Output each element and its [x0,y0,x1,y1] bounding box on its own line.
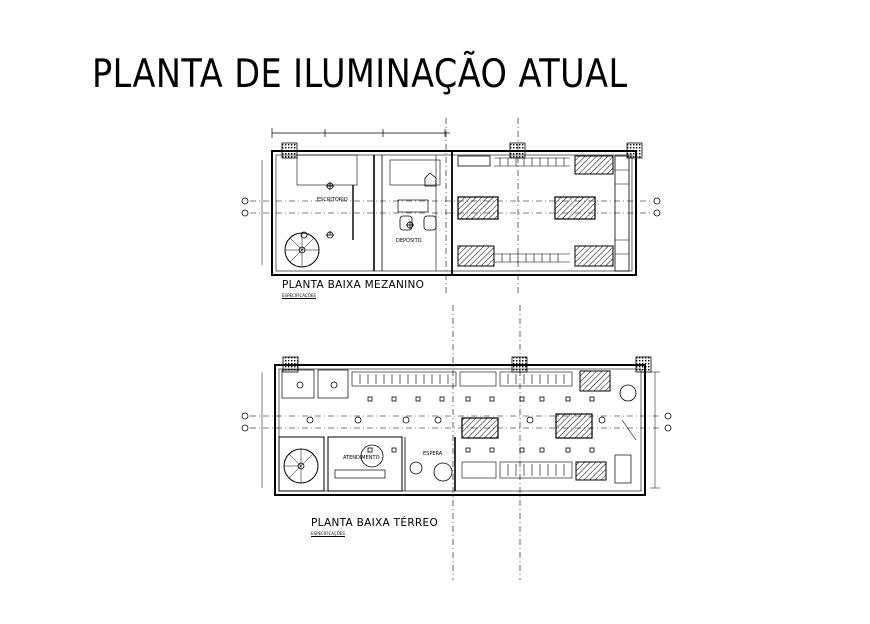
spiral-stair-mezanino [284,232,320,268]
room-label-espera: ESPERA [423,451,443,457]
room-label-deposit: DEPÓSITO [396,238,422,244]
room-label-atendimento: ATENDIMENTO [343,455,380,461]
plan-label-terreo: PLANTA BAIXA TÉRREO [311,517,439,529]
plan-label-mezanino: PLANTA BAIXA MEZANINO [282,279,425,291]
room-label-office: ESCRITÓRIO [317,197,348,203]
light-fixtures-mezanino [300,182,414,239]
spiral-stair-terreo [283,448,319,484]
plan-terreo [241,305,672,580]
drawing-title: PLANTA DE ILUMINAÇÃO ATUAL [92,52,628,97]
spec-label-terreo: ESPECIFICAÇÕES [311,531,345,537]
plan-mezanino [241,118,661,295]
light-fixtures-terreo [306,396,606,453]
spec-label-mezanino: ESPECIFICAÇÕES [282,293,316,299]
